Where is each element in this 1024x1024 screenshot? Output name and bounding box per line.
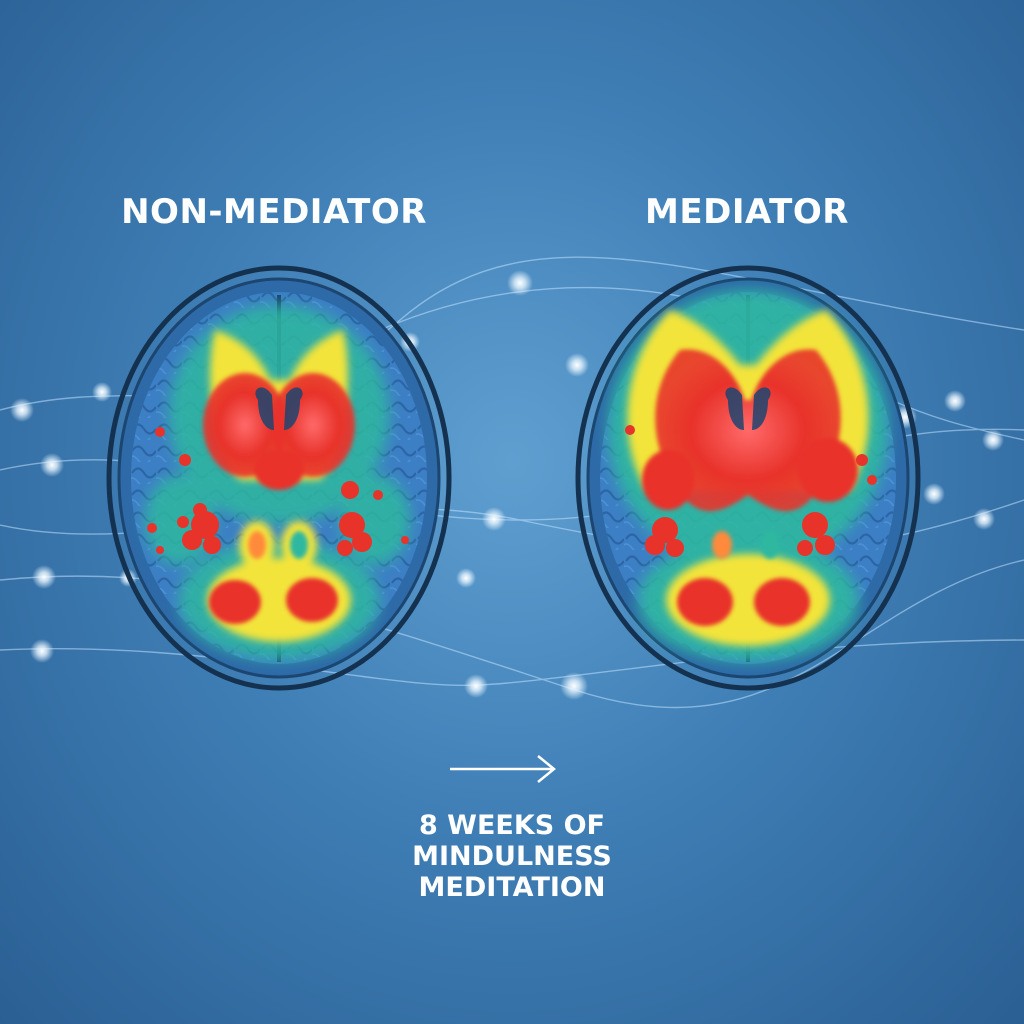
caption-mindfulness-duration: 8 WEEKS OF MINDULNESS MEDITATION: [390, 810, 634, 903]
caption-line-2: MINDULNESS: [412, 841, 612, 872]
brain-left: [106, 265, 452, 691]
label-non-meditator: NON-MEDIATOR: [121, 192, 427, 232]
caption-line-1: 8 WEEKS OF: [418, 810, 606, 841]
brain-right: [575, 265, 921, 691]
label-meditator: MEDIATOR: [645, 192, 849, 232]
caption-line-3: MEDITATION: [418, 872, 606, 903]
background-glow-nodes: [10, 270, 1004, 700]
arrow-right-icon: [450, 755, 556, 783]
